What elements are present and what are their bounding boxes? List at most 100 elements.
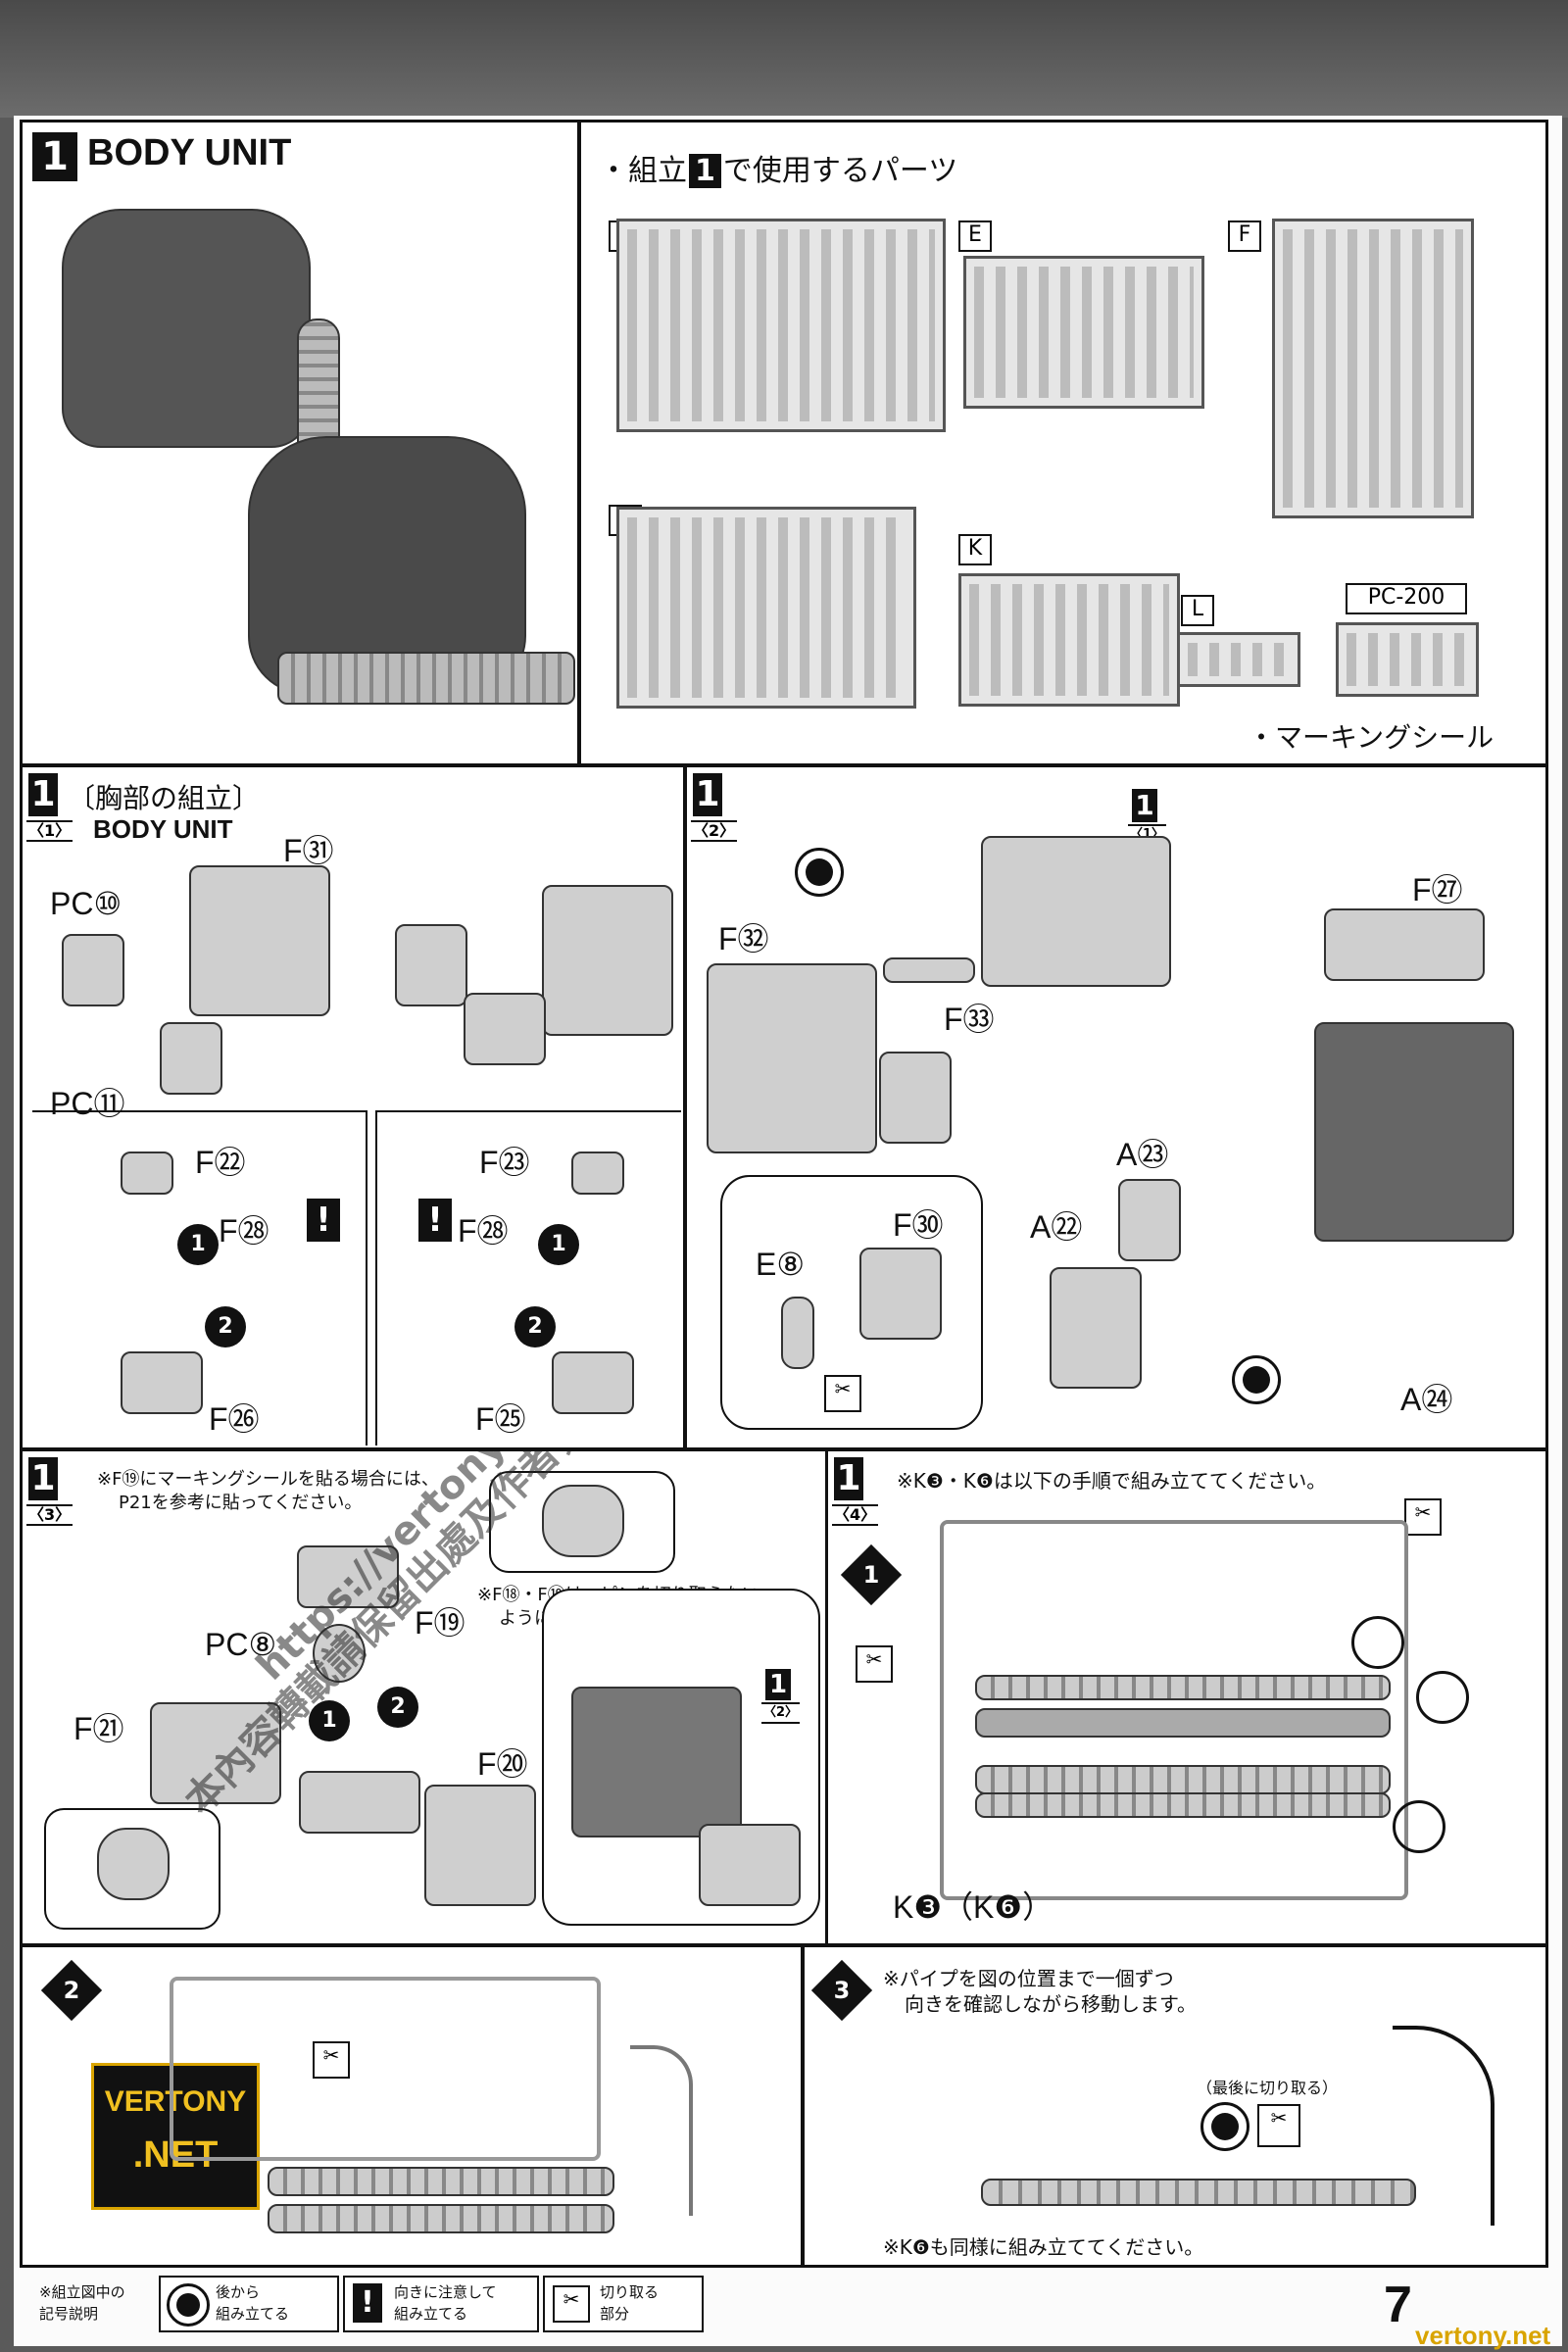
orientation-warning-icon: ! <box>353 2283 382 2323</box>
substep-index: 〈1〉 <box>26 820 74 842</box>
part-assembly-right <box>542 885 673 1036</box>
cut-part-icon: ✂ <box>856 1645 893 1683</box>
curved-pipe <box>1393 2026 1494 2226</box>
cut-point-circle <box>1416 1671 1469 1724</box>
legend-title-line2: 記号説明 <box>39 2305 99 2323</box>
part-assembled-chest <box>1314 1022 1514 1242</box>
runner-i <box>616 507 916 709</box>
parts-heading-prefix: ・組立 <box>599 154 687 188</box>
step-1-1-chest-assembly: 1 〈1〉 〔胸部の組立〕 BODY UNIT PC⑩ PC⑪ F㉛ F㉒ F㉘… <box>20 764 686 1450</box>
parts-heading-suffix: で使用するパーツ <box>722 154 958 188</box>
label-f25: F㉕ <box>475 1401 526 1437</box>
part-f32 <box>707 963 877 1153</box>
vertony-logo: VERTONY .NET <box>91 2063 260 2210</box>
legend-box-orientation: ! 向きに注意して 組み立てる <box>343 2276 539 2332</box>
part-f26 <box>121 1351 203 1414</box>
step-diamond: 3 <box>810 1959 873 2022</box>
substep-number: 1 <box>28 1457 58 1500</box>
step-diamond: 1 <box>840 1544 903 1606</box>
label-f28-right: F㉘ <box>458 1213 509 1249</box>
runner-frame <box>170 1977 601 2161</box>
substep-index: 〈3〉 <box>26 1504 74 1526</box>
part-f30-small <box>879 1052 952 1144</box>
runner-label-pc200: PC-200 <box>1346 583 1467 614</box>
part-f19 <box>297 1545 399 1608</box>
runner-label-f: F <box>1228 220 1261 252</box>
part-main-torso <box>981 836 1171 987</box>
runner-label-l: L <box>1181 595 1214 626</box>
legend-cut-text: 切り取る <box>600 2283 660 2301</box>
symbol-legend: ※組立図中の 記号説明 後から 組み立てる ! 向きに注意して 組み立てる ✂ … <box>29 2272 1401 2340</box>
substep-number: 1 <box>28 773 58 816</box>
page-top-edge <box>0 0 1568 118</box>
label-f33: F㉝ <box>944 1002 995 1037</box>
part-f27 <box>1324 908 1485 981</box>
legend-later-text-line2: 組み立てる <box>216 2305 290 2323</box>
site-watermark: vertony.net <box>1415 2321 1551 2350</box>
label-f31: F㉛ <box>283 833 334 868</box>
label-f20: F⑳ <box>477 1746 528 1782</box>
part-pc8 <box>313 1624 366 1683</box>
step-diamond: 2 <box>40 1959 103 2022</box>
bent-pipe <box>630 2045 693 2216</box>
label-e8: E⑧ <box>756 1247 806 1282</box>
runner-k-pipe-upper <box>975 1675 1391 1700</box>
part-f21 <box>150 1702 281 1804</box>
marking-sticker-label: ・マーキングシール <box>1248 721 1494 754</box>
runner-k-pipe-lower <box>268 2204 614 2233</box>
cut-part-icon: ✂ <box>313 2041 350 2079</box>
runner-k <box>958 573 1180 707</box>
runner-a <box>616 219 946 432</box>
order-2-badge: 2 <box>377 1687 418 1728</box>
ref-step-number: 1 <box>1132 789 1157 822</box>
label-f22: F㉒ <box>195 1145 246 1180</box>
runner-f <box>1272 219 1474 518</box>
body-unit-illustration-back <box>62 209 311 448</box>
ref-step-number: 1 <box>765 1669 791 1700</box>
cut-part-icon: ✂ <box>553 2285 590 2323</box>
part-e8-pilot <box>781 1297 814 1369</box>
label-pc10: PC⑩ <box>50 886 122 921</box>
assemble-later-icon <box>1200 2102 1250 2151</box>
order-1-badge: 1 <box>538 1224 579 1265</box>
label-a24: A㉔ <box>1400 1382 1453 1417</box>
sticker-note-line2: P21を参考に貼ってください。 <box>119 1493 363 1513</box>
substep-number: 1 <box>693 773 722 816</box>
step-diamond-number: 3 <box>833 1977 851 2004</box>
order-1-badge: 1 <box>309 1700 350 1741</box>
part-f31 <box>189 865 330 1016</box>
part-torso-ref <box>571 1687 742 1838</box>
substep-subtitle: BODY UNIT <box>93 814 233 844</box>
page-number: 7 <box>1384 2277 1412 2333</box>
runner-pc200 <box>1336 622 1479 697</box>
pipe-move-note-line2: 向きを確認しながら移動します。 <box>905 1992 1197 2016</box>
label-f21: F㉑ <box>74 1711 124 1746</box>
part-f19-base <box>299 1771 420 1834</box>
label-a22: A㉒ <box>1030 1209 1083 1245</box>
pipe-move-note: ※パイプを図の位置まで一個ずつ <box>883 1967 1174 1990</box>
cut-part-icon: ✂ <box>824 1375 861 1412</box>
label-f27: F㉗ <box>1412 872 1463 907</box>
k6-note: ※K❻も同様に組み立ててください。 <box>883 2235 1204 2259</box>
order-2-badge: 2 <box>514 1306 556 1348</box>
step-diamond-number: 1 <box>862 1561 880 1589</box>
assemble-later-icon <box>795 848 844 897</box>
assemble-later-icon <box>1232 1355 1281 1404</box>
runner-label-e: E <box>958 220 992 252</box>
label-f23: F㉓ <box>479 1145 530 1180</box>
substep-title: 〔胸部の組立〕 <box>68 782 261 814</box>
last-cut-label: （最後に切り取る） <box>1197 2079 1339 2097</box>
vertony-logo-text: VERTONY <box>104 2085 247 2118</box>
legend-box-cut: ✂ 切り取る 部分 <box>543 2276 704 2332</box>
orientation-warning-icon: ! <box>307 1199 340 1242</box>
part-small-right <box>464 993 546 1065</box>
step-title: BODY UNIT <box>87 132 292 173</box>
step-1-4-assembly: 1 〈4〉 ※K❸・K❻は以下の手順で組み立ててください。 1 ✂ ✂ K❸（K… <box>825 1448 1548 1946</box>
part-f19-detail <box>542 1485 624 1557</box>
order-2-badge: 2 <box>205 1306 246 1348</box>
part-f33 <box>883 957 975 983</box>
part-small-left <box>395 924 467 1006</box>
step-number: 1 <box>32 132 77 181</box>
